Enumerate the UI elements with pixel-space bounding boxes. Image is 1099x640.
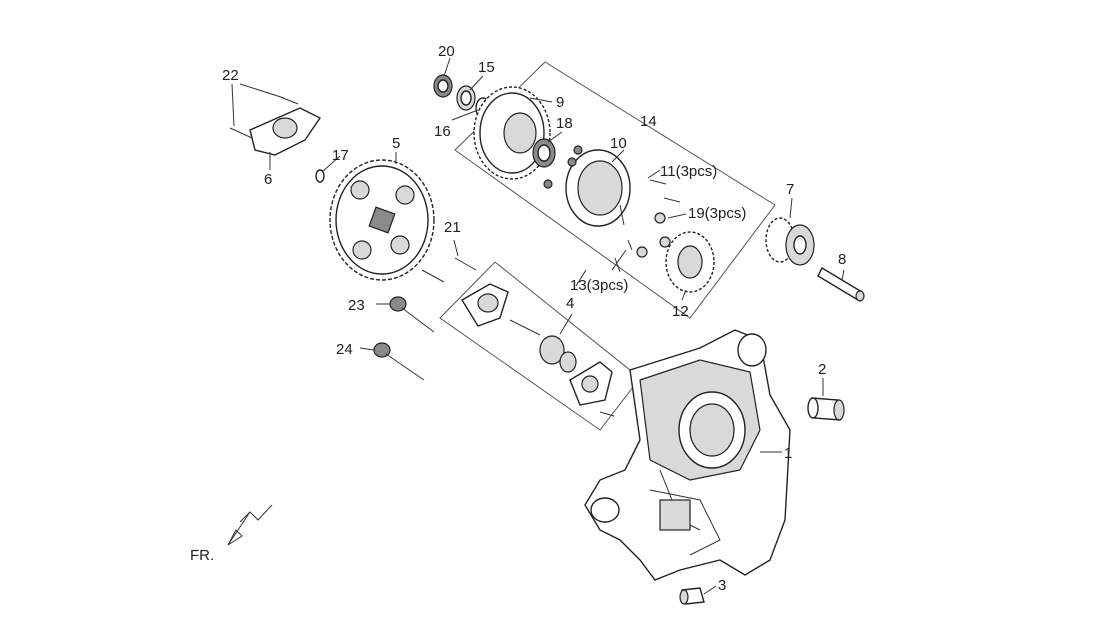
seal-part-20: [433, 74, 453, 98]
label-18: 18: [556, 115, 573, 132]
label-1: 1: [784, 445, 792, 462]
label-fr: FR.: [190, 547, 214, 564]
label-16: 16: [434, 123, 451, 140]
leader-lines: [231, 57, 845, 595]
label-11: 11(3pcs): [660, 163, 717, 180]
label-21: 21: [444, 219, 461, 236]
label-17: 17: [332, 147, 349, 164]
label-14: 14: [640, 113, 657, 130]
driven-gear-part-5: [329, 159, 435, 281]
bolt-part-23: [389, 296, 435, 333]
oil-pump-part-4: [461, 283, 615, 417]
sleeve-part-3: [679, 587, 705, 605]
label-9: 9: [556, 94, 564, 111]
label-23: 23: [348, 297, 365, 314]
label-12: 12: [672, 303, 689, 320]
label-20: 20: [438, 43, 455, 60]
cover-plate-part-6: [249, 107, 322, 156]
label-2: 2: [818, 361, 826, 378]
label-15: 15: [478, 59, 495, 76]
label-24: 24: [336, 341, 353, 358]
crankcase-part-1: [584, 329, 791, 581]
washer-part-17: [315, 169, 325, 183]
label-5: 5: [392, 135, 400, 152]
shaft-part-8: [817, 267, 865, 302]
gear-part-12: [665, 231, 715, 293]
label-7: 7: [786, 181, 794, 198]
label-13: 13(3pcs): [570, 277, 628, 294]
pins-part-11: [649, 179, 681, 203]
label-6: 6: [264, 171, 272, 188]
bushing-part-2: [807, 397, 845, 421]
label-8: 8: [838, 251, 846, 268]
label-19: 19(3pcs): [688, 205, 746, 222]
front-direction-arrow: [227, 504, 273, 546]
screws-part-22: [229, 97, 299, 139]
needle-bearing-part-18: [532, 138, 556, 168]
label-22: 22: [222, 67, 239, 84]
idle-gear-part-7: [765, 217, 815, 266]
label-4: 4: [566, 295, 574, 312]
gear-part-9: [473, 86, 551, 180]
label-10: 10: [610, 135, 627, 152]
bolts-part-21: [421, 257, 477, 283]
bolt-part-24: [373, 342, 425, 381]
springs-part-13: [614, 204, 633, 273]
bearing-part-15: [456, 85, 476, 111]
label-3: 3: [718, 577, 726, 594]
rollers-part-19: [636, 212, 671, 258]
one-way-clutch-part-10: [543, 145, 631, 227]
